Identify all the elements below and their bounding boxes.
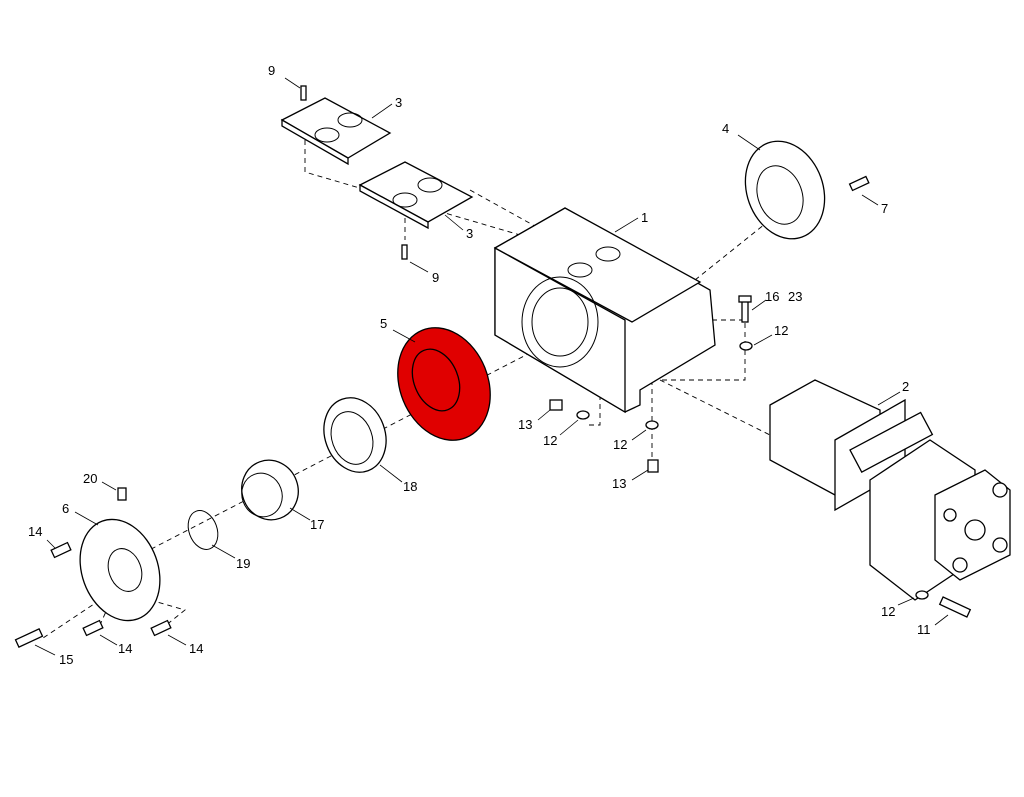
part-labels: 9 3 4 7 1 3 9 16 23 5 12 2 13 12 12 13 1… [28,63,931,667]
washer-part-12-left [559,410,590,436]
label-2: 2 [902,379,909,394]
flange-part-4 [737,134,826,240]
label-11: 11 [917,622,931,637]
label-12: 12 [881,604,895,619]
label-9: 9 [432,270,439,285]
label-23: 23 [788,289,802,304]
label-3: 3 [466,226,473,241]
washer-part-12-right [897,590,929,606]
label-13: 13 [518,417,532,432]
bolt-part-7 [848,175,879,206]
plate-part-3-upper [280,97,393,166]
screw-part-9-bottom [401,244,429,273]
flange-part-5-highlighted[interactable] [381,314,506,455]
screw-part-14-right [150,619,187,646]
plug-part-13-left [537,399,563,421]
bolt-part-16 [738,295,767,323]
cylinder-assembly-part-2 [769,379,1011,601]
label-6: 6 [62,501,69,516]
washer-part-12-center [631,420,659,441]
label-12: 12 [613,437,627,452]
label-9: 9 [268,63,275,78]
bushing-part-17 [241,459,311,521]
label-1: 1 [641,210,648,225]
label-14: 14 [118,641,132,656]
screw-part-14-left [46,539,72,559]
label-19: 19 [236,556,250,571]
label-13: 13 [612,476,626,491]
label-7: 7 [881,201,888,216]
label-14: 14 [189,641,203,656]
seal-part-18 [323,397,403,483]
label-17: 17 [310,517,324,532]
label-16: 16 [765,289,779,304]
label-12: 12 [774,323,788,338]
plug-part-13-center [631,459,659,481]
plate-part-3-lower [358,161,474,231]
screw-part-14-middle [82,619,118,646]
grease-fitting-part-20 [101,481,127,501]
label-4: 4 [722,121,729,136]
label-14: 14 [28,524,42,539]
screw-part-9-top [284,77,307,101]
label-3: 3 [395,95,402,110]
label-5: 5 [380,316,387,331]
washer-part-12-upper [739,334,773,351]
housing-part-1 [493,207,716,414]
snap-ring-part-19 [187,510,236,559]
label-12: 12 [543,433,557,448]
flange-part-6 [74,511,161,622]
label-18: 18 [403,479,417,494]
label-20: 20 [83,471,97,486]
bolt-part-11 [934,596,972,626]
screw-part-15 [14,628,56,656]
label-15: 15 [59,652,73,667]
